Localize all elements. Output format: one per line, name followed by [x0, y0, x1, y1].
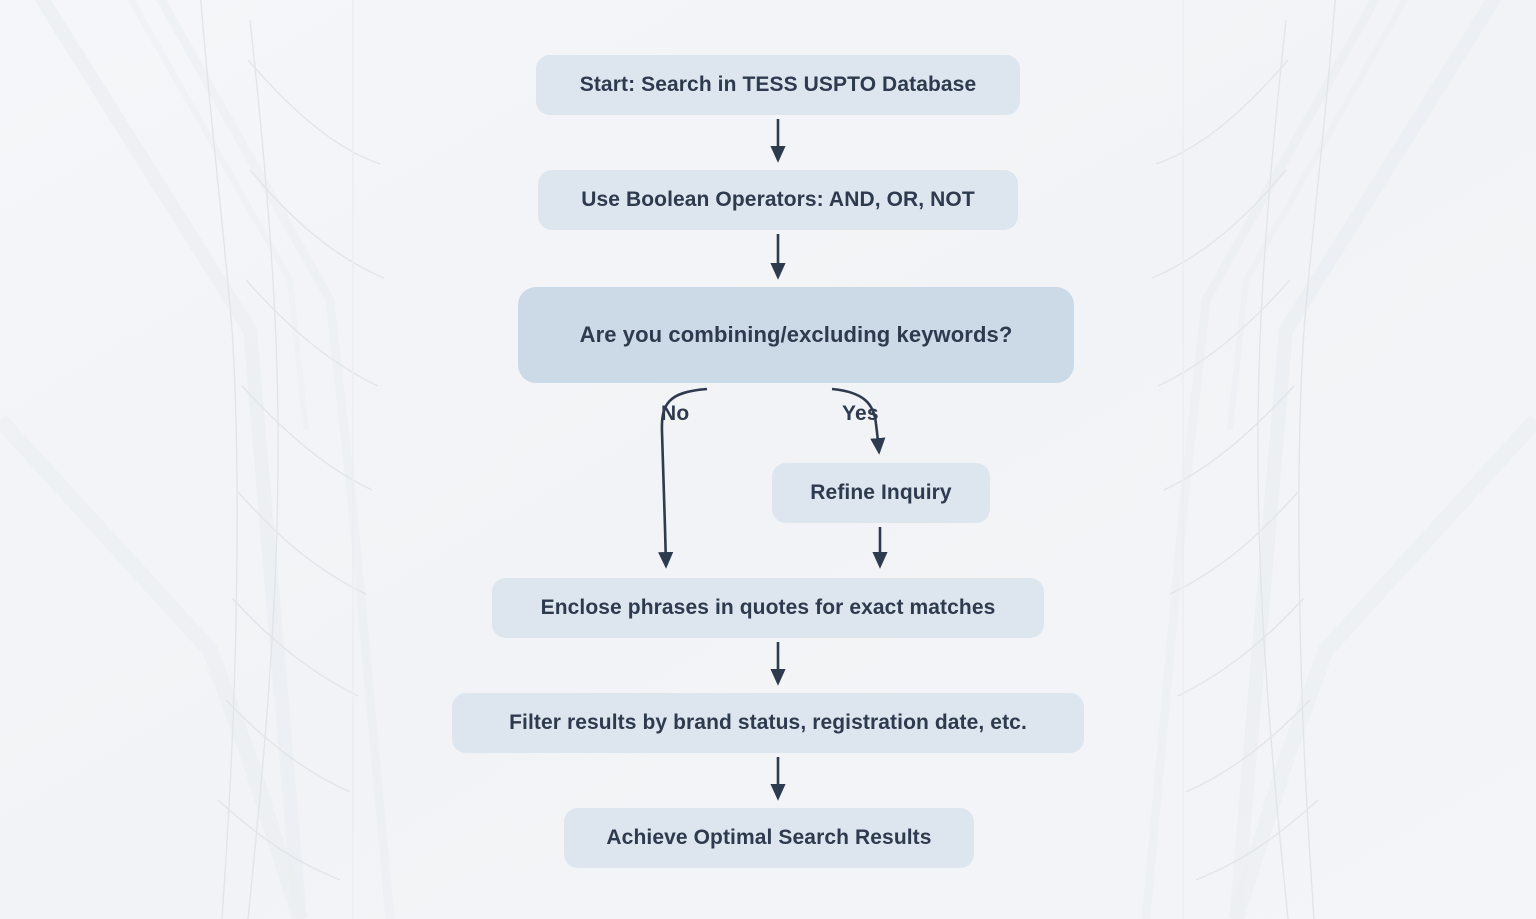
node-boolean-operators-label: Use Boolean Operators: AND, OR, NOT — [581, 188, 975, 212]
node-filter-results[interactable]: Filter results by brand status, registra… — [452, 693, 1084, 753]
node-refine-inquiry-label: Refine Inquiry — [810, 481, 952, 505]
node-start[interactable]: Start: Search in TESS USPTO Database — [536, 55, 1020, 115]
node-achieve-results[interactable]: Achieve Optimal Search Results — [564, 808, 974, 868]
edge-label-yes: Yes — [842, 402, 879, 425]
node-enclose-phrases-label: Enclose phrases in quotes for exact matc… — [540, 596, 996, 620]
node-filter-results-label: Filter results by brand status, registra… — [509, 711, 1027, 735]
node-refine-inquiry[interactable]: Refine Inquiry — [772, 463, 990, 523]
node-start-label: Start: Search in TESS USPTO Database — [579, 73, 977, 97]
node-boolean-operators[interactable]: Use Boolean Operators: AND, OR, NOT — [538, 170, 1018, 230]
node-decision-label: Are you combining/excluding keywords? — [579, 321, 1013, 347]
node-achieve-results-label: Achieve Optimal Search Results — [606, 826, 932, 850]
node-decision-combining-keywords[interactable]: Are you combining/excluding keywords? — [518, 287, 1074, 383]
edge-label-no: No — [661, 402, 690, 425]
node-enclose-phrases[interactable]: Enclose phrases in quotes for exact matc… — [492, 578, 1044, 638]
